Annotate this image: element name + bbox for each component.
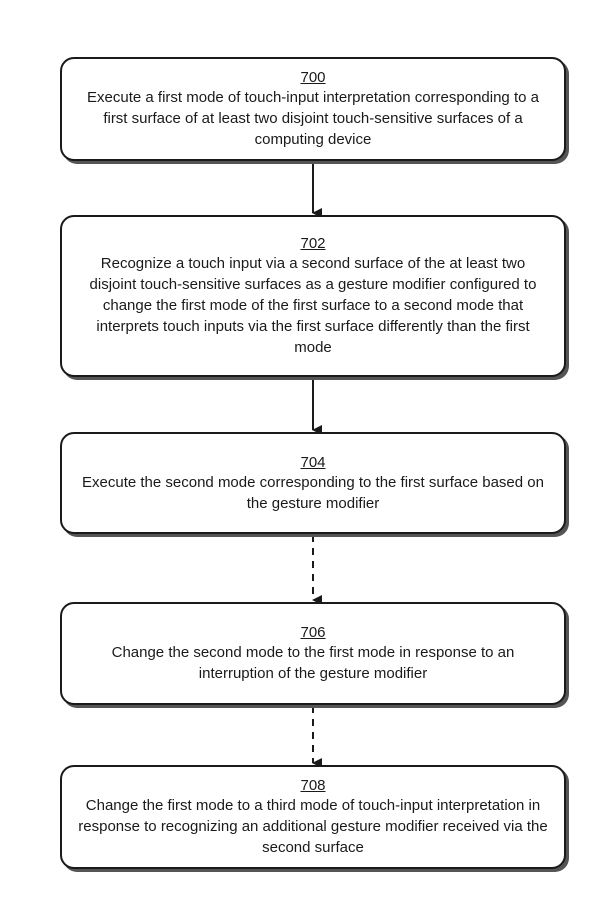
step-708-id: 708 (300, 777, 326, 794)
step-704-id: 704 (300, 453, 326, 471)
step-700-box: 700 Execute a first mode of touch-input … (60, 57, 566, 161)
step-706-text: Change the second mode to the first mode… (111, 644, 515, 682)
step-702-id: 702 (300, 235, 326, 252)
step-706-id: 706 (300, 624, 326, 641)
step-702-text: Recognize a touch input via a second sur… (89, 255, 537, 356)
step-702-box: 702 Recognize a touch input via a second… (60, 215, 566, 377)
step-704-box: 704 Execute the second mode correspondin… (60, 432, 566, 534)
step-708-box: 708 Change the first mode to a third mod… (60, 765, 566, 869)
step-708-text: Change the first mode to a third mode of… (78, 797, 548, 856)
step-700-id: 700 (300, 69, 326, 86)
step-700-text: Execute a first mode of touch-input inte… (87, 89, 539, 148)
step-706-box: 706 Change the second mode to the first … (60, 602, 566, 705)
step-704-text: Execute the second mode corresponding to… (82, 473, 544, 512)
